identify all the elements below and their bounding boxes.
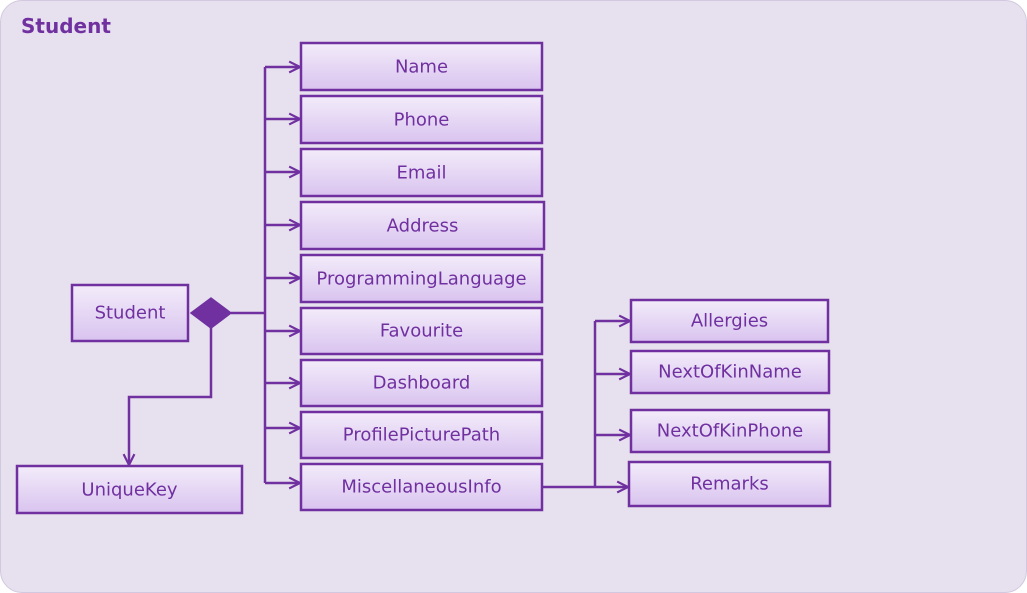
node-label: Allergies — [691, 311, 768, 332]
node-student[interactable]: Student — [70, 283, 190, 343]
node-name[interactable]: Name — [299, 41, 544, 92]
edge-to-unique-key — [129, 328, 213, 465]
node-next-of-kin-name[interactable]: NextOfKinName — [629, 349, 831, 395]
node-label: Phone — [394, 110, 450, 131]
node-email[interactable]: Email — [299, 147, 544, 198]
node-label: Remarks — [690, 474, 769, 495]
node-phone[interactable]: Phone — [299, 94, 544, 145]
node-label: Student — [95, 303, 166, 324]
node-address[interactable]: Address — [299, 200, 546, 251]
node-profile-picture-path[interactable]: ProfilePicturePath — [299, 410, 544, 460]
node-label: Name — [395, 57, 448, 78]
node-label: Email — [397, 163, 447, 184]
connectors — [129, 67, 630, 487]
node-remarks[interactable]: Remarks — [627, 460, 832, 508]
node-label: ProfilePicturePath — [343, 425, 500, 446]
node-next-of-kin-phone[interactable]: NextOfKinPhone — [629, 408, 831, 454]
composition-diamond-icon — [189, 297, 233, 329]
node-label: UniqueKey — [81, 480, 177, 501]
node-label: Dashboard — [373, 373, 471, 394]
node-label: MiscellaneousInfo — [341, 477, 501, 498]
node-allergies[interactable]: Allergies — [629, 298, 830, 344]
node-programming-language[interactable]: ProgrammingLanguage — [299, 253, 544, 304]
node-label: Address — [387, 216, 459, 237]
node-label: NextOfKinName — [658, 362, 802, 383]
node-favourite[interactable]: Favourite — [299, 306, 544, 356]
node-label: NextOfKinPhone — [657, 421, 803, 442]
node-label: ProgrammingLanguage — [316, 269, 526, 290]
node-miscellaneous-info[interactable]: MiscellaneousInfo — [299, 462, 544, 512]
package-title: Student — [21, 14, 111, 38]
node-label: Favourite — [380, 321, 463, 342]
node-dashboard[interactable]: Dashboard — [299, 358, 544, 408]
node-unique-key[interactable]: UniqueKey — [15, 464, 244, 515]
